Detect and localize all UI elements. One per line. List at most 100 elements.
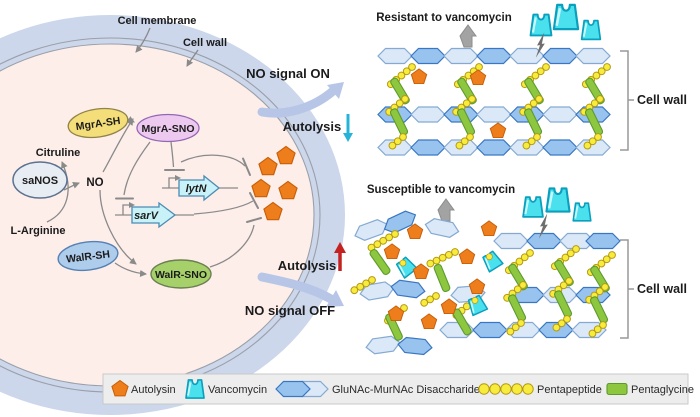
resistant-panel: Resistant to vancomycin Cell wall bbox=[376, 3, 687, 156]
susceptible-panel: Susceptible to vancomycin Cell wall bbox=[349, 184, 687, 356]
glunac-murnac-hexagon bbox=[542, 139, 578, 156]
glunac-murnac-hexagon bbox=[476, 139, 512, 156]
autolysin-pentagon bbox=[440, 298, 458, 315]
lytn-gene-arrow bbox=[178, 174, 221, 202]
pentapeptide-circle bbox=[399, 259, 407, 267]
legend-autolysin-label: Autolysin bbox=[131, 384, 176, 396]
no-signal-off-swoosh-head bbox=[326, 290, 344, 307]
disaccharide-icon bbox=[275, 380, 329, 398]
no-to-walr-arrow bbox=[99, 189, 137, 265]
lytn-gene: lytN bbox=[162, 174, 238, 202]
vancomycin-icon bbox=[552, 3, 580, 31]
vancomycin-icon bbox=[545, 187, 571, 213]
pentapeptide-pentaglycine-chain bbox=[518, 62, 550, 150]
autolysis-up-label: Autolysis bbox=[278, 258, 337, 273]
signaling-pathway: Cell membrane Cell wall saNOS Citruline … bbox=[11, 15, 262, 289]
pentapeptide-circle bbox=[471, 297, 479, 304]
sarv-gene: sarV bbox=[115, 201, 194, 229]
legend-vancomycin-label: Vancomycin bbox=[208, 384, 267, 396]
vancomycin-icon bbox=[522, 196, 544, 218]
walr-sno-node bbox=[150, 259, 212, 289]
autolysin-pentagon bbox=[420, 313, 438, 330]
glunac-murnac-hexagon bbox=[396, 336, 434, 356]
legend-disaccharide-label: GluNAc-MurNAc Disaccharide bbox=[332, 384, 480, 396]
glunac-murnac-hexagon bbox=[423, 216, 461, 240]
legend: Autolysin Vancomycin GluNAc-MurNAc Disac… bbox=[102, 373, 694, 405]
pentapeptide-chain bbox=[419, 290, 442, 308]
pentapeptide-circle bbox=[485, 253, 493, 261]
sarv-gene-label: sarV bbox=[134, 210, 160, 222]
mgra-sh-node bbox=[67, 107, 129, 139]
mgra-sno-node bbox=[136, 113, 200, 143]
autolysin-pentagon bbox=[468, 278, 486, 295]
pentapeptide-chain bbox=[425, 246, 461, 269]
disordered-cell-wall bbox=[349, 207, 621, 356]
glunac-murnac-hexagon bbox=[575, 47, 611, 65]
inhibition-curve-2 bbox=[193, 200, 254, 215]
autolysin-pentagon bbox=[480, 220, 498, 237]
glunac-murnac-hexagon bbox=[476, 47, 512, 65]
inhibition-curve-1 bbox=[180, 154, 246, 167]
sanos-node bbox=[12, 161, 68, 199]
glunac-murnac-hexagon bbox=[443, 47, 479, 65]
cell-membrane-label: Cell membrane bbox=[118, 15, 197, 27]
walr-conversion-arrow bbox=[114, 262, 147, 277]
mgra-conversion-arrow bbox=[127, 116, 135, 123]
arginine-citruline-arrow bbox=[46, 161, 69, 223]
sarv-promoter-arrow bbox=[122, 204, 129, 215]
vancomycin-cluster-bottom bbox=[522, 187, 592, 239]
bound-vancomycin-icon bbox=[465, 293, 489, 317]
glunac-murnac-hexagon bbox=[526, 232, 562, 250]
no-signal-on-label: NO signal ON bbox=[246, 66, 330, 81]
glunac-murnac-hexagon bbox=[410, 139, 446, 156]
cell-wall-bracket-label-top: Cell wall bbox=[637, 93, 687, 107]
sarv-promoter-arrowhead bbox=[129, 202, 135, 208]
cell-wall-label-left: Cell wall bbox=[183, 37, 227, 49]
walr-sh-node bbox=[57, 240, 119, 272]
mgra-sno-label: MgrA-SNO bbox=[141, 123, 194, 135]
autolysin-pentagon bbox=[383, 243, 401, 260]
no-label: NO bbox=[86, 177, 103, 189]
cell-wall-pointer-arrow bbox=[186, 49, 199, 67]
pentaglycine-bar bbox=[432, 263, 452, 293]
signal-annotations: NO signal ON Autolysis Autolysis NO sign… bbox=[245, 66, 353, 318]
autolysis-up-arrowhead bbox=[334, 242, 346, 253]
glunac-murnac-hexagon bbox=[585, 232, 621, 250]
walr-sh-label: WalR-SH bbox=[66, 248, 111, 265]
autolysin-pentagon bbox=[410, 68, 428, 85]
legend-pentaglycine-label: Pentaglycine bbox=[631, 384, 694, 396]
inhibition-curve-3 bbox=[209, 224, 255, 268]
legend-pentapeptide-label: Pentapeptide bbox=[537, 384, 602, 396]
pentapeptide-pentaglycine-chain bbox=[579, 62, 611, 150]
glunac-murnac-hexagon bbox=[410, 106, 446, 123]
resistant-title: Resistant to vancomycin bbox=[376, 12, 511, 24]
l-arginine-label: L-Arginine bbox=[11, 225, 66, 237]
no-signal-on-swoosh-head bbox=[327, 82, 344, 99]
glunac-murnac-hexagon bbox=[476, 106, 512, 123]
vancomycin-icon bbox=[480, 249, 504, 273]
glunac-murnac-hexagon bbox=[389, 278, 427, 300]
sarv-gene-arrow bbox=[131, 201, 177, 229]
resistant-up-arrow-icon bbox=[459, 24, 477, 48]
cell-wall-bracket-bottom bbox=[620, 239, 634, 339]
lytn-promoter-arrowhead bbox=[175, 175, 181, 181]
no-signal-on-swoosh-arrow bbox=[257, 86, 338, 118]
pentapeptide-icon bbox=[478, 383, 534, 395]
sanos-no-arrow bbox=[63, 181, 80, 191]
glunac-murnac-hexagon bbox=[377, 47, 413, 65]
citruline-label: Citruline bbox=[36, 147, 81, 159]
glunac-murnac-hexagon bbox=[410, 47, 446, 65]
no-signal-off-swoosh-arrow bbox=[257, 272, 336, 304]
vancomycin-icon bbox=[529, 13, 553, 37]
pentaglycine-icon bbox=[606, 382, 628, 396]
autolysin-pentagon bbox=[458, 248, 476, 265]
glunac-murnac-hexagon bbox=[472, 321, 508, 339]
inhibition-cap-1 bbox=[242, 157, 251, 176]
bound-vancomycin-icon bbox=[480, 249, 504, 273]
lytn-gene-label: lytN bbox=[186, 183, 208, 195]
cell-membrane-pointer-arrow bbox=[135, 27, 151, 53]
glunac-murnac-hexagon bbox=[542, 106, 578, 123]
autolysin-pentagon bbox=[489, 122, 507, 139]
